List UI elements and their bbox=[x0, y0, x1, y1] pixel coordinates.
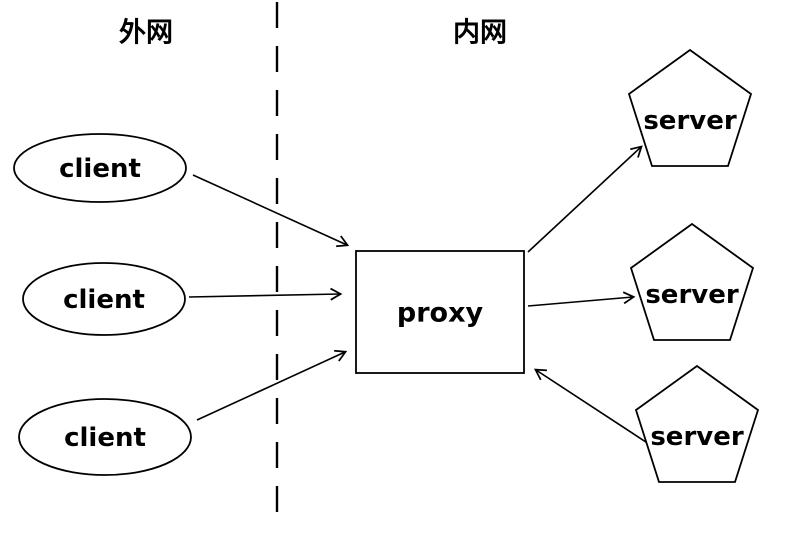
server-node-1 bbox=[627, 48, 753, 167]
server-node-1-label: server bbox=[643, 106, 737, 136]
client-node-2-label: client bbox=[63, 285, 145, 315]
internal-network-label: 内网 bbox=[453, 18, 507, 49]
arrow-proxy-to-server2 bbox=[527, 291, 636, 307]
server-node-2-label: server bbox=[645, 280, 739, 310]
server-node-3 bbox=[634, 364, 760, 483]
proxy-node-label: proxy bbox=[397, 298, 484, 329]
server-node-3-label: server bbox=[650, 422, 744, 452]
client-node-1 bbox=[13, 133, 187, 203]
external-network-label: 外网 bbox=[119, 18, 173, 49]
arrow-client2-to-proxy bbox=[188, 287, 343, 301]
client-node-1-label: client bbox=[59, 154, 141, 184]
arrow-server3-to-proxy bbox=[533, 368, 653, 447]
server-node-2 bbox=[629, 222, 755, 341]
client-node-3 bbox=[18, 398, 192, 476]
arrow-client3-to-proxy bbox=[196, 349, 348, 421]
arrow-proxy-to-server1 bbox=[527, 145, 643, 253]
client-node-3-label: client bbox=[64, 423, 146, 453]
client-node-2 bbox=[22, 262, 186, 336]
proxy-node bbox=[355, 250, 525, 374]
arrow-client1-to-proxy bbox=[192, 174, 350, 248]
